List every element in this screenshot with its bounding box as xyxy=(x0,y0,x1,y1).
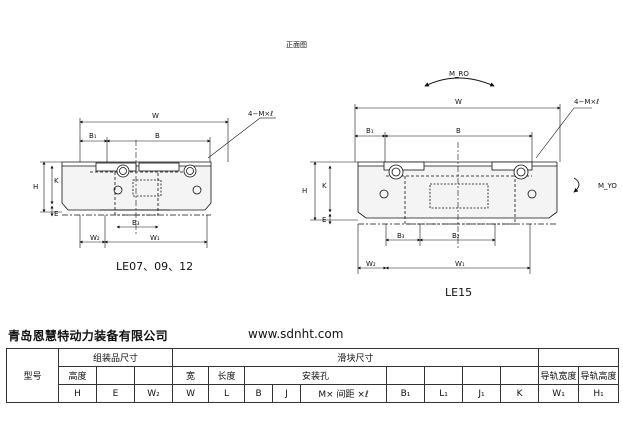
left-dim-H: H xyxy=(33,183,38,191)
right-dim-B: B xyxy=(456,127,461,135)
sym-J: J xyxy=(272,384,302,403)
sym-M: M× 间距 ×ℓ xyxy=(300,384,388,403)
sym-W2: W₂ xyxy=(133,384,174,403)
header-model: 型号 xyxy=(6,348,59,403)
left-dim-B1: B₁ xyxy=(89,132,97,140)
left-dim-B3: B₃ xyxy=(132,219,140,227)
header-rail xyxy=(538,348,620,367)
sym-L1: L₁ xyxy=(424,384,464,403)
sym-W1: W₁ xyxy=(538,384,580,403)
left-dimension-labels: W B₁ B H K E B₃ W₂ W₁ 4−M×ℓ xyxy=(33,110,273,242)
sym-J1: J₁ xyxy=(462,384,502,403)
header-assembly: 组装品尺寸 xyxy=(57,348,174,367)
left-dim-W1: W₁ xyxy=(150,234,160,242)
left-dim-B: B xyxy=(155,132,160,140)
right-dim-E: E xyxy=(322,216,326,224)
table-header-row-1: 型号 组装品尺寸 滑块尺寸 xyxy=(6,348,620,403)
left-dimension-lines xyxy=(40,117,276,248)
left-dim-K: K xyxy=(54,177,59,185)
right-dim-holes: 4−M×ℓ xyxy=(574,98,599,106)
sym-B: B xyxy=(244,384,274,403)
right-dim-W: W xyxy=(455,98,462,106)
sym-W: W xyxy=(172,384,210,403)
right-dim-B1: B₁ xyxy=(366,127,374,135)
right-dim-W2: W₂ xyxy=(366,260,376,268)
right-dim-H: H xyxy=(302,187,307,195)
header-height: 高度 xyxy=(58,366,97,385)
header-length: 长度 xyxy=(208,366,246,385)
table-header-row-2: 高度 宽 长度 安装孔 导轨宽度 导轨高度 xyxy=(7,366,620,385)
sym-K: K xyxy=(500,384,540,403)
front-view-drawing: 正面图 xyxy=(33,41,617,299)
right-dim-K: K xyxy=(322,182,327,190)
right-rail-drawing xyxy=(357,142,558,250)
sym-B1: B₁ xyxy=(386,384,426,403)
sym-E: E xyxy=(96,384,135,403)
right-dimension-labels: W B₁ B H K E B₃ B₂ W₂ W₁ 4−M×ℓ M_RO M_YO xyxy=(302,70,617,268)
moment-MYO-label: M_YO xyxy=(598,182,617,190)
header-slider: 滑块尺寸 xyxy=(172,348,540,367)
left-caption: LE07、09、12 xyxy=(116,260,193,273)
front-view-label: 正面图 xyxy=(286,41,307,49)
spec-table: 型号 组装品尺寸 滑块尺寸 高度 宽 长度 安装孔 导轨宽度 导轨高度 H E … xyxy=(6,348,620,403)
left-dim-holes: 4−M×ℓ xyxy=(248,110,273,118)
website-url: www.sdnht.com xyxy=(248,327,344,341)
right-dimension-lines xyxy=(310,104,592,274)
left-dim-E: E xyxy=(54,210,58,218)
moment-arrows xyxy=(424,77,580,193)
header-width: 宽 xyxy=(172,366,210,385)
company-name: 青岛恩慧特动力装备有限公司 xyxy=(8,329,168,343)
moment-MRO-label: M_RO xyxy=(449,70,469,78)
right-dim-W1: W₁ xyxy=(455,260,465,268)
header-rail-height: 导轨高度 xyxy=(578,366,620,385)
sym-H1: H₁ xyxy=(578,384,620,403)
right-dim-B3: B₃ xyxy=(397,232,405,240)
left-rail-drawing xyxy=(61,140,212,235)
right-caption: LE15 xyxy=(445,286,472,299)
sym-H: H xyxy=(58,384,97,403)
sym-L: L xyxy=(208,384,246,403)
left-dim-W2: W₂ xyxy=(90,234,100,242)
table-header-row-3: H E W₂ W L B J M× 间距 ×ℓ B₁ L₁ J₁ K W₁ H₁ xyxy=(7,384,620,403)
header-rail-width: 导轨宽度 xyxy=(538,366,580,385)
left-dim-W: W xyxy=(152,112,159,120)
right-dim-B2: B₂ xyxy=(452,232,460,240)
header-mounting: 安装孔 xyxy=(244,366,388,385)
